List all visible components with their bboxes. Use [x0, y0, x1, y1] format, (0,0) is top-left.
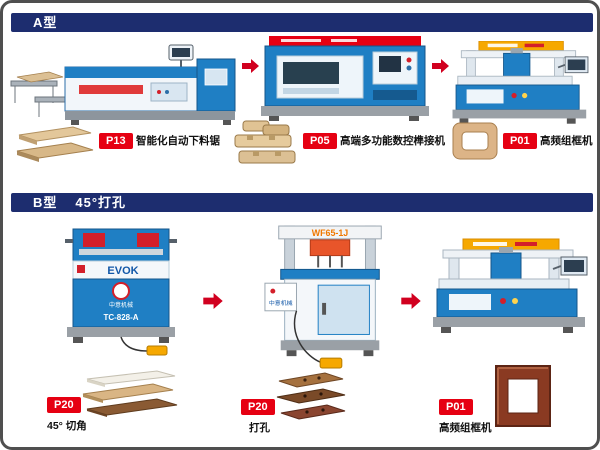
section-b-header: B型 45°打孔 — [11, 193, 593, 212]
step-caption: 高端多功能数控榫接机 — [340, 135, 445, 147]
section-a-header: A型 — [11, 13, 593, 32]
page-tag: P01 — [503, 133, 537, 149]
step-caption: 高频组框机 — [540, 135, 593, 147]
wood-planks-image — [16, 126, 94, 162]
drilled-boards-image — [276, 372, 346, 420]
page-tag: P20 — [47, 397, 81, 413]
arrow-right-icon — [242, 59, 259, 73]
section-b-title: B型 — [33, 195, 58, 210]
zhongyi-brand-text: 中意机械 — [269, 299, 293, 307]
page-tag: P01 — [439, 399, 473, 415]
model-text: TC-828-A — [103, 313, 138, 322]
machine-45-cutter-image: EVOK 中意机械 TC-828-A — [65, 228, 177, 356]
page-tag: P20 — [241, 399, 275, 415]
arrow-right-icon — [432, 59, 449, 73]
machine-hf-framer-image — [433, 238, 588, 333]
step-caption: 45° 切角 — [47, 420, 87, 432]
arrow-right-icon — [203, 293, 223, 309]
evok-brand-text: EVOK — [107, 265, 138, 277]
page-tag: P13 — [99, 133, 133, 149]
model-text: WF65-1J — [312, 228, 349, 238]
page-tag: P05 — [303, 133, 337, 149]
tenon-workpieces-image — [234, 120, 296, 164]
wood-frame-image — [452, 122, 498, 160]
step-caption: 打孔 — [249, 422, 270, 434]
section-a-title: A型 — [33, 15, 58, 30]
step-caption: 智能化自动下料锯 — [136, 135, 220, 147]
arrow-right-icon — [401, 293, 421, 309]
machine-hf-framer-image — [452, 41, 589, 124]
section-b-subtitle: 45°打孔 — [75, 195, 127, 210]
step-caption: 高频组框机 — [439, 422, 492, 434]
machine-driller-image: WF65-1J 中意机械 — [264, 225, 382, 369]
machine-cnc-tenoner-image — [261, 36, 429, 121]
square-frame-image — [495, 365, 551, 427]
machine-cutting-saw-image — [10, 44, 236, 125]
zhongyi-brand-text: 中意机械 — [109, 301, 133, 309]
molding-profiles-image — [82, 370, 178, 417]
